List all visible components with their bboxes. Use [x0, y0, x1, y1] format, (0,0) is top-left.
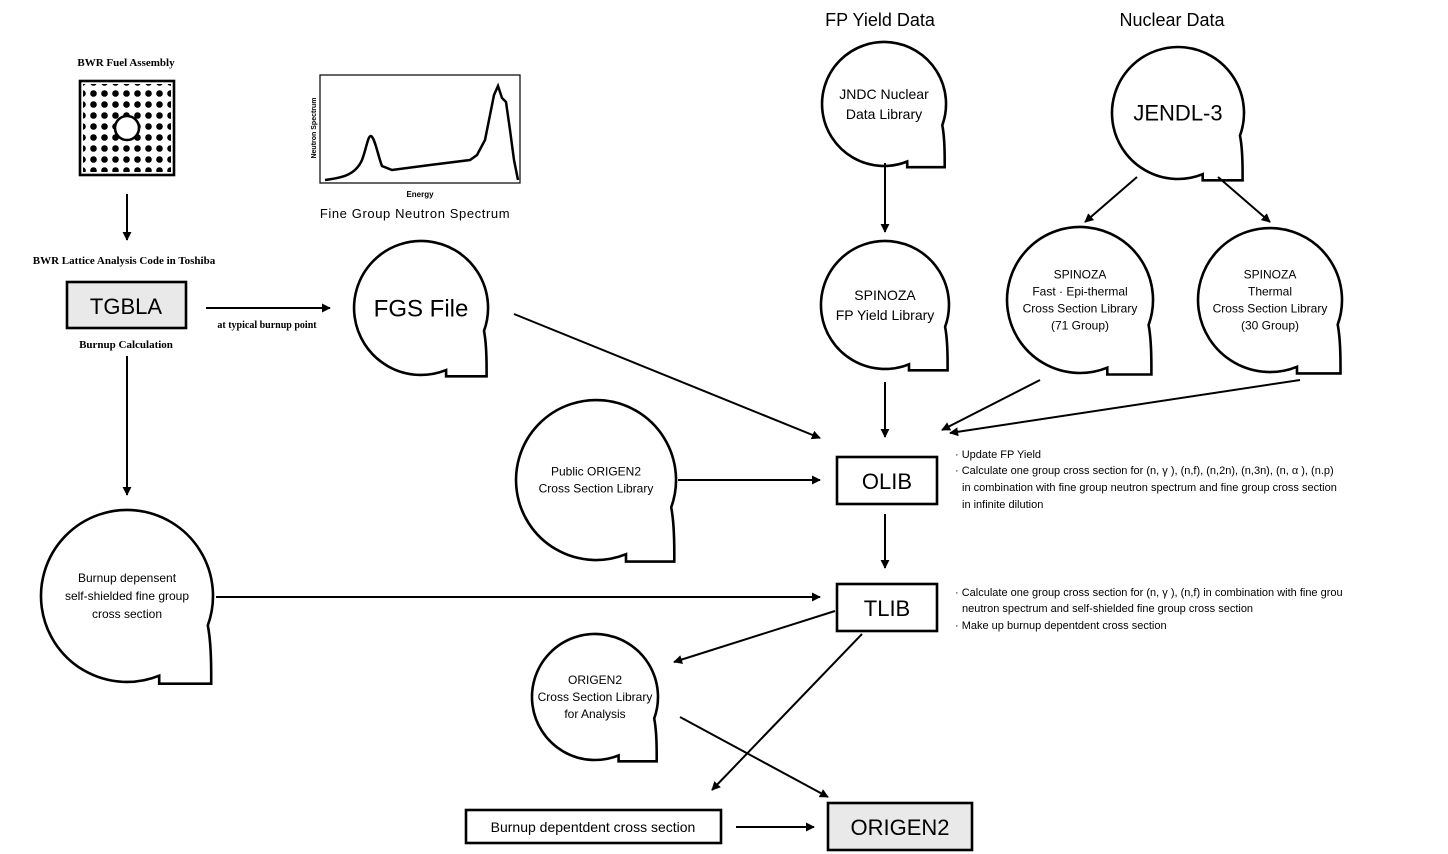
node-shape [1005, 225, 1155, 376]
node-shape [820, 40, 948, 169]
neutron-spectrum-plot [319, 74, 521, 184]
olib-note-line: in infinite dilution [962, 499, 1043, 511]
edge-jendl-to-fast [1084, 176, 1138, 223]
origen2-label: ORIGEN2 [850, 815, 949, 840]
fgs-file-node[interactable]: FGS File [352, 239, 490, 378]
tgbla-caption-top: BWR Lattice Analysis Code in Toshiba [33, 255, 216, 267]
spectrum-ylabel: Neutron Spectrum [311, 97, 318, 158]
node-shape [530, 632, 660, 763]
burnup-dependent-box[interactable]: Burnup depentdent cross section [464, 808, 723, 845]
tlib-note-line: neutron spectrum and self-shielded fine … [962, 603, 1253, 615]
tlib-notes: · Calculate one group cross section for … [955, 587, 1343, 632]
jndc-library-node-label: Data Library [846, 106, 922, 122]
public-origen2-library-node-label: Cross Section Library [539, 482, 654, 496]
burnup-dependent-label: Burnup depentdent cross section [491, 819, 696, 835]
burnup-shielded-node[interactable]: Burnup depensent self-shielded fine group… [39, 508, 215, 685]
olib-box[interactable]: OLIB [835, 455, 939, 506]
burnup-shielded-node-label: cross section [92, 607, 162, 621]
edge-thermal-to-olib [949, 379, 1301, 437]
public-origen2-library-node-label: Public ORIGEN2 [551, 465, 641, 479]
spectrum-curve [324, 82, 520, 182]
spinoza-thermal-node-label: Thermal [1248, 285, 1292, 299]
fuel-assembly-title: BWR Fuel Assembly [77, 57, 175, 69]
olib-note-line: · Update FP Yield [955, 449, 1041, 461]
spinoza-thermal-node-label: Cross Section Library [1213, 302, 1328, 316]
header-fp-yield: FP Yield Data [825, 10, 936, 30]
tlib-box[interactable]: TLIB [835, 582, 939, 633]
edge-fast-to-olib [941, 379, 1041, 431]
olib-note-line: · Calculate one group cross section for … [955, 465, 1334, 477]
header-nuclear-data: Nuclear Data [1119, 10, 1225, 30]
spinoza-fp-yield-node-label: SPINOZA [854, 287, 916, 303]
tgbla-box[interactable]: TGBLA [65, 280, 188, 330]
olib-notes: · Update FP Yield · Calculate one group … [955, 449, 1337, 511]
jndc-library-node-label: JNDC Nuclear [839, 86, 929, 102]
tlib-note-line: · Make up burnup depentdent cross sectio… [955, 620, 1167, 632]
spinoza-fast-node-label: SPINOZA [1054, 268, 1107, 282]
node-shape [819, 239, 951, 372]
jendl-3-node-label: JENDL-3 [1133, 101, 1222, 126]
spinoza-thermal-node-label: SPINOZA [1244, 268, 1297, 282]
spinoza-fast-node-label: Cross Section Library [1023, 302, 1138, 316]
edges [122, 163, 1301, 832]
edge-origen-analysis-to-origen2 [679, 716, 829, 798]
node-shape [39, 508, 215, 685]
spinoza-fast-node-label: (71 Group) [1051, 319, 1109, 333]
typical-burnup-label: at typical burnup point [217, 320, 317, 331]
spinoza-fast-node-label: Fast · Epi-thermal [1032, 285, 1127, 299]
spinoza-fp-yield-node[interactable]: SPINOZA FP Yield Library [819, 239, 951, 372]
node-shape [514, 398, 678, 563]
olib-note-line: in combination with fine group neutron s… [962, 482, 1337, 494]
tlib-label: TLIB [864, 596, 910, 621]
edge-tlib-to-origen-analysis [673, 610, 836, 664]
spinoza-fp-yield-node-label: FP Yield Library [836, 307, 935, 323]
tlib-note-line: · Calculate one group cross section for … [955, 587, 1343, 599]
edge-fgs-to-olib [513, 313, 821, 440]
fuel-assembly-icon [78, 79, 176, 177]
burnup-shielded-node-label: self-shielded fine group [65, 589, 189, 603]
origen2-box[interactable]: ORIGEN2 [826, 801, 974, 852]
olib-label: OLIB [862, 469, 912, 494]
tgbla-caption-bottom: Burnup Calculation [79, 339, 173, 351]
origen2-analysis-library-node-label: ORIGEN2 [568, 673, 622, 687]
edge-tlib-to-burnup-dependent [711, 633, 863, 791]
burnup-shielded-node-label: Burnup depensent [78, 571, 177, 585]
origen2-analysis-library-node-label: for Analysis [564, 707, 625, 721]
origen2-analysis-library-node-label: Cross Section Library [538, 690, 653, 704]
node-shape [352, 239, 490, 378]
spinoza-thermal-node-label: (30 Group) [1241, 319, 1299, 333]
spectrum-xlabel: Energy [406, 190, 434, 199]
fgs-file-node-label: FGS File [374, 295, 469, 322]
tgbla-label: TGBLA [90, 294, 162, 319]
edge-jendl-to-thermal [1217, 176, 1271, 223]
spectrum-caption: Fine Group Neutron Spectrum [320, 206, 510, 221]
node-shape [1196, 226, 1344, 375]
jendl-3-node[interactable]: JENDL-3 [1110, 45, 1246, 182]
